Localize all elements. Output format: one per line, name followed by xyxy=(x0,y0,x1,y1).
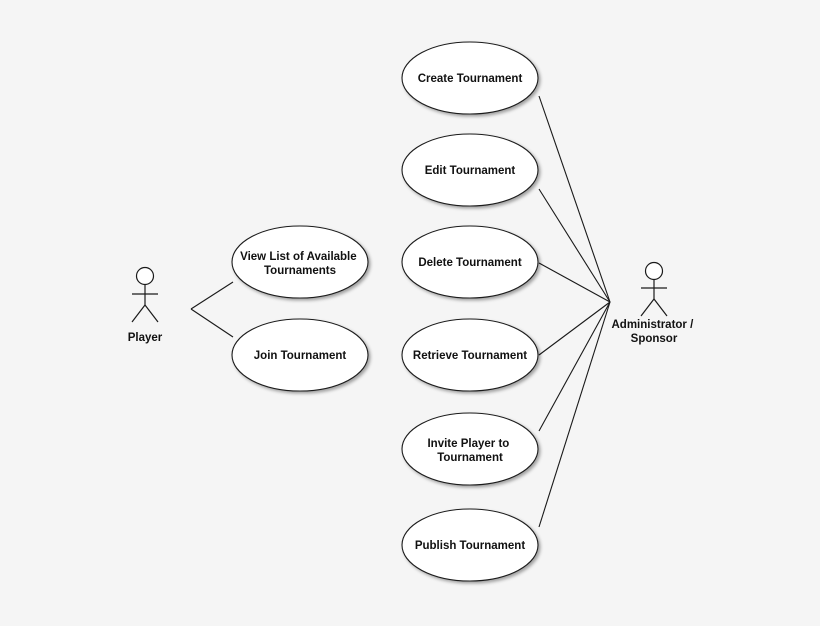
use-case-view-list-ellipse xyxy=(231,225,369,299)
use-case-create-ellipse xyxy=(401,41,539,115)
use-case-delete-label: Delete Tournament xyxy=(418,257,521,269)
use-case-retrieve-label: Retrieve Tournament xyxy=(413,350,527,362)
actor-player-label: Player xyxy=(128,332,163,344)
use-case-publish-ellipse xyxy=(401,508,539,582)
association-admin-create xyxy=(538,95,611,303)
actor-player-head xyxy=(135,266,155,286)
actor-player-leg-left xyxy=(131,304,146,323)
actor-admin-leg-left xyxy=(640,298,655,317)
association-admin-publish xyxy=(538,301,611,528)
use-case-create: Create Tournament xyxy=(401,41,539,115)
actor-player xyxy=(131,266,159,323)
actor-admin-label: Administrator / Sponsor xyxy=(612,319,697,345)
use-case-publish: Publish Tournament xyxy=(401,508,539,582)
association-admin-invite xyxy=(538,301,611,432)
use-case-view-list-line2: Tournaments xyxy=(264,265,336,277)
use-case-join: Join Tournament xyxy=(231,318,369,392)
admin-associations xyxy=(538,95,611,528)
use-case-create-label: Create Tournament xyxy=(418,73,523,85)
association-player-view-list xyxy=(190,281,234,310)
actor-admin-label-line2: Sponsor xyxy=(631,333,678,345)
use-case-retrieve: Retrieve Tournament xyxy=(401,318,539,392)
player-associations xyxy=(190,281,234,338)
use-case-invite-line1: Invite Player to xyxy=(427,438,509,450)
actor-player-leg-right xyxy=(144,304,159,323)
use-case-invite-label: Invite Player to Tournament xyxy=(427,438,512,464)
use-case-edit-label: Edit Tournament xyxy=(425,165,516,177)
use-case-delete: Delete Tournament xyxy=(401,225,539,299)
use-case-delete-ellipse xyxy=(401,225,539,299)
association-admin-edit xyxy=(538,188,611,303)
use-case-view-list-line1: View List of Available xyxy=(240,251,357,263)
use-case-join-label: Join Tournament xyxy=(254,350,347,362)
use-case-edit: Edit Tournament xyxy=(401,133,539,207)
use-case-view-list-label: View List of Available Tournaments xyxy=(240,251,360,277)
actor-admin-leg-right xyxy=(653,298,668,317)
association-player-join xyxy=(190,308,234,338)
use-case-publish-label: Publish Tournament xyxy=(415,540,525,552)
actor-admin xyxy=(640,261,668,317)
use-case-invite: Invite Player to Tournament xyxy=(401,412,539,486)
actor-admin-label-line1: Administrator / xyxy=(612,319,695,331)
association-admin-delete xyxy=(538,262,611,303)
use-case-view-list: View List of Available Tournaments xyxy=(231,225,369,299)
use-case-invite-ellipse xyxy=(401,412,539,486)
actor-admin-head xyxy=(644,261,664,281)
association-admin-retrieve xyxy=(538,301,611,356)
use-case-join-ellipse xyxy=(231,318,369,392)
use-case-invite-line2: Tournament xyxy=(437,452,503,464)
use-case-edit-ellipse xyxy=(401,133,539,207)
use-case-retrieve-ellipse xyxy=(401,318,539,392)
